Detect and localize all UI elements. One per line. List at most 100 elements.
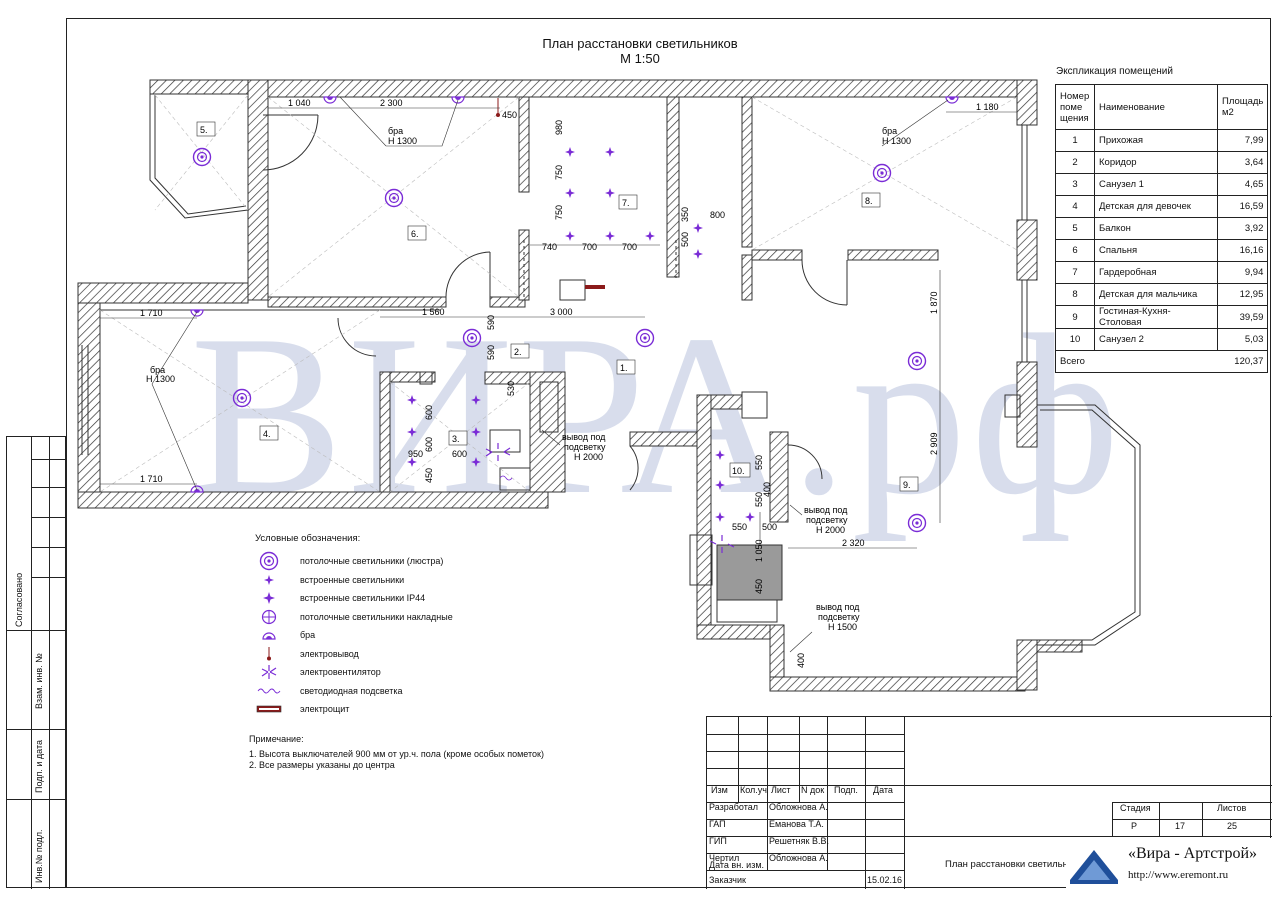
room-label: 9. bbox=[903, 480, 911, 490]
drawing-title: План расстановки светильников М 1:50 bbox=[440, 36, 840, 66]
cell-name: Гардеробная bbox=[1094, 261, 1218, 284]
drawing-scale: М 1:50 bbox=[620, 51, 660, 66]
cell-name: Прихожая bbox=[1094, 129, 1218, 152]
legend: потолочные светильники (люстра) встроенн… bbox=[252, 552, 453, 719]
dim-text: 500 bbox=[762, 522, 777, 532]
dim-text: 3 000 bbox=[550, 307, 573, 317]
outlet-note: подсветку bbox=[806, 515, 848, 525]
cell-num: 2 bbox=[1055, 151, 1095, 174]
fan-icon bbox=[261, 665, 277, 680]
total-area: 120,37 bbox=[1217, 350, 1269, 373]
dim-text: 530 bbox=[506, 381, 516, 396]
cell-name: Спальня bbox=[1094, 239, 1218, 262]
outlet-note: Н 2000 bbox=[574, 452, 603, 462]
room-label: 10. bbox=[732, 466, 745, 476]
note-title: Примечание: bbox=[249, 734, 304, 744]
dim-text: 750 bbox=[554, 165, 564, 180]
logo-mark-icon bbox=[1070, 850, 1118, 884]
cell-name: Балкон bbox=[1094, 217, 1218, 240]
room-label: 2. bbox=[514, 347, 522, 357]
cell-num: 7 bbox=[1055, 261, 1095, 284]
header-area: Площадь м2 bbox=[1216, 84, 1269, 130]
dim-text: 550 bbox=[754, 492, 764, 507]
chandelier-icon bbox=[635, 328, 655, 348]
stage-value: Р bbox=[1131, 821, 1138, 831]
agreed-label: Согласовано bbox=[14, 572, 24, 627]
note: Примечание: 1. Высота выключателей 900 м… bbox=[249, 734, 544, 771]
stamp-person: Обложнова А. bbox=[769, 802, 828, 812]
stamp-person: Решетняк В.В. bbox=[769, 836, 829, 846]
cell-area: 9,94 bbox=[1216, 261, 1269, 284]
room-label: 6. bbox=[411, 229, 419, 239]
explication-table: Номер поме щения Наименование Площадь м2… bbox=[1055, 84, 1269, 373]
annotations: бра Н 1300 бра Н 1300 бра Н 1300 вывод п… bbox=[146, 126, 911, 632]
surface-light-icon bbox=[261, 609, 277, 624]
total-label: Всего bbox=[1055, 350, 1218, 373]
header-name: Наименование bbox=[1094, 84, 1218, 130]
legend-text: бра bbox=[300, 630, 316, 641]
cell-num: 5 bbox=[1055, 217, 1095, 240]
cell-area: 39,59 bbox=[1216, 305, 1269, 329]
cell-area: 3,64 bbox=[1216, 151, 1269, 174]
outlet-note: Н 1500 bbox=[828, 622, 857, 632]
outlet-note: вывод под bbox=[804, 505, 848, 515]
cell-name: Санузел 1 bbox=[1094, 173, 1218, 196]
dim-text: 1 710 bbox=[140, 474, 163, 484]
cell-area: 16,59 bbox=[1216, 195, 1269, 218]
room-labels: 5. 6. 7. 8. 4. 2. 1. 3. 9. 10. bbox=[196, 121, 919, 492]
led-strip bbox=[499, 475, 513, 481]
dim-text: 400 bbox=[796, 653, 806, 668]
dim-text: 1 560 bbox=[422, 307, 445, 317]
dim-text: 450 bbox=[502, 110, 517, 120]
room-label: 5. bbox=[200, 125, 208, 135]
logo-name: «Вира - Артстрой» bbox=[1128, 845, 1258, 862]
bra-height: Н 1300 bbox=[882, 136, 911, 146]
chandelier-icon bbox=[232, 388, 252, 408]
bra-height: Н 1300 bbox=[146, 374, 175, 384]
bra-label: бра bbox=[388, 126, 403, 136]
room-label: 1. bbox=[620, 363, 628, 373]
electric-panel bbox=[585, 285, 605, 289]
watermark: ВИРА.рф bbox=[190, 287, 1124, 542]
wall-lamp-icon bbox=[262, 632, 276, 640]
dim-text: 550 bbox=[754, 455, 764, 470]
stamp-col-header: Подп. bbox=[834, 785, 858, 795]
sign-date-label: Подп. и дата bbox=[34, 739, 44, 793]
bra-label: бра bbox=[882, 126, 897, 136]
chandelier-icon bbox=[384, 188, 404, 208]
leader-lines bbox=[151, 96, 949, 653]
cell-num: 4 bbox=[1055, 195, 1095, 218]
sheets-label: Листов bbox=[1217, 803, 1247, 813]
dim-text: 1 180 bbox=[976, 102, 999, 112]
stamp-date: 15.02.16 bbox=[867, 875, 903, 885]
sheets-value: 25 bbox=[1227, 821, 1238, 831]
dim-text: 550 bbox=[732, 522, 747, 532]
cell-name: Детская для мальчика bbox=[1094, 283, 1218, 306]
electric-outlet-icon bbox=[267, 646, 271, 661]
panel-icon bbox=[256, 705, 282, 713]
dim-text: 1 710 bbox=[140, 308, 163, 318]
legend-item: светодиодная подсветка bbox=[252, 682, 453, 701]
dim-text: 950 bbox=[408, 449, 423, 459]
cell-num: 3 bbox=[1055, 173, 1095, 196]
drawing-title-line1: План расстановки светильников bbox=[542, 36, 738, 51]
legend-text: электрощит bbox=[300, 704, 350, 715]
dim-text: 350 bbox=[680, 207, 690, 222]
stamp-col-header: N док bbox=[801, 785, 825, 795]
dim-text: 500 bbox=[680, 232, 690, 247]
dim-text: 700 bbox=[622, 242, 637, 252]
plan-lines bbox=[81, 94, 1141, 646]
sheet-title: План расстановки светильни bbox=[945, 859, 1074, 870]
cell-num: 10 bbox=[1055, 328, 1095, 351]
explication-title: Экспликация помещений bbox=[1056, 66, 1173, 77]
dim-text: 2 320 bbox=[842, 538, 865, 548]
dim-text: 2 300 bbox=[380, 98, 403, 108]
stage-label: Стадия bbox=[1120, 803, 1151, 813]
chandelier-icon bbox=[872, 163, 892, 183]
